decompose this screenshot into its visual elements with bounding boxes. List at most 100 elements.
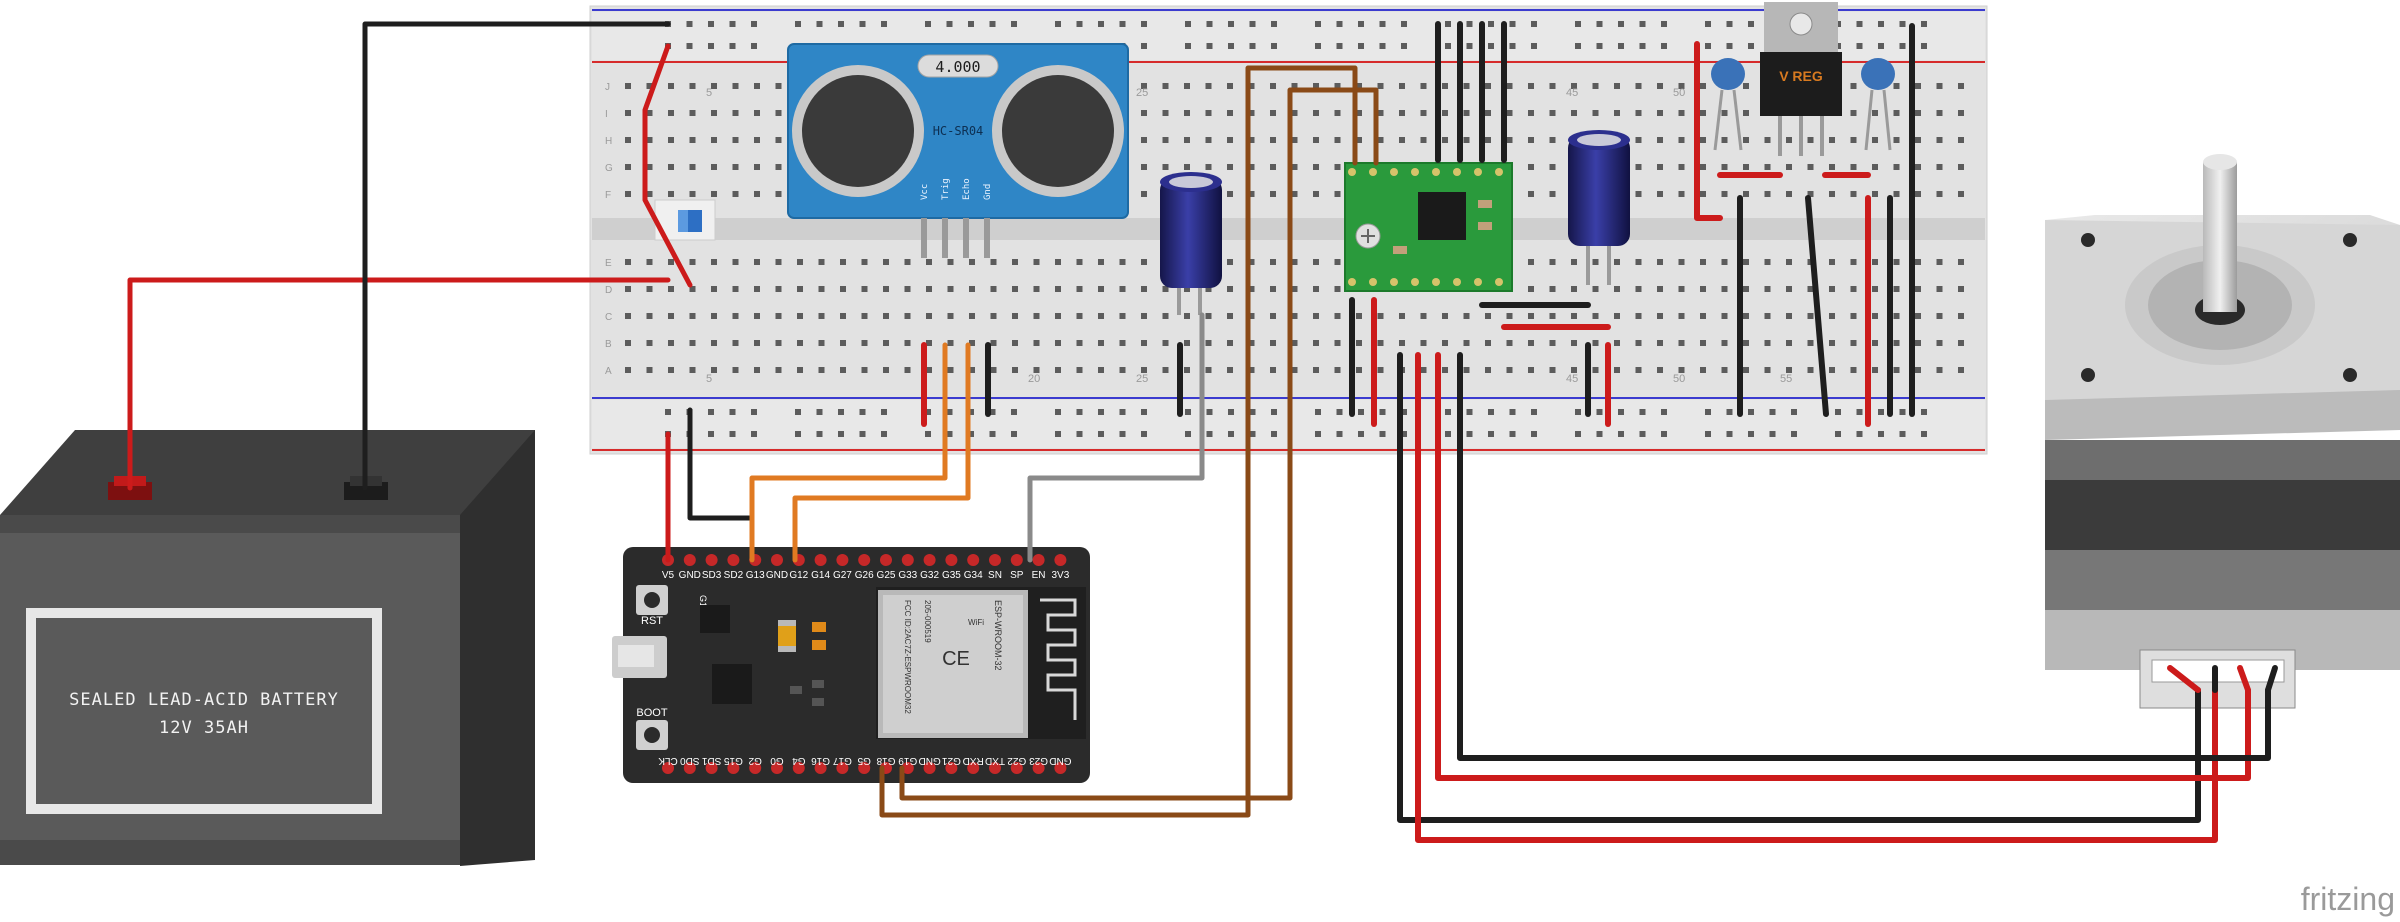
switch-wire-top[interactable] bbox=[642, 43, 693, 288]
esp-bottom-pin[interactable] bbox=[989, 762, 1001, 774]
esp-bottom-pin-label: G5 bbox=[857, 755, 871, 766]
esp-bottom-pin-label: G17 bbox=[833, 755, 852, 766]
row-label-a: A bbox=[605, 366, 612, 377]
esp-bottom-pin-label: G18 bbox=[876, 755, 895, 766]
esp-bottom-pin[interactable] bbox=[836, 762, 849, 774]
battery-negative-terminal[interactable] bbox=[344, 482, 388, 500]
motor-wire-a2[interactable] bbox=[1415, 352, 2218, 843]
esp-bottom-pin[interactable] bbox=[662, 762, 674, 774]
wifi-logo: WiFi bbox=[968, 618, 984, 627]
esp-top-pin[interactable] bbox=[1032, 554, 1045, 566]
esp-bottom-pin-label: G23 bbox=[1029, 755, 1048, 766]
motor-shaft bbox=[2203, 162, 2237, 312]
pin-gnd: Gnd bbox=[983, 184, 993, 200]
esp-top-pin[interactable] bbox=[836, 554, 849, 566]
esp-bottom-pin[interactable] bbox=[727, 762, 740, 774]
esp-bottom-pin-label: TXD bbox=[985, 755, 1005, 766]
motor-lead-1 bbox=[2167, 665, 2201, 693]
ceramic-capacitor-left bbox=[1711, 58, 1745, 151]
col-label-45: 45 bbox=[1566, 87, 1578, 99]
antenna bbox=[1040, 598, 1077, 720]
battery: SEALED LEAD-ACID BATTERY 12V 35AH bbox=[0, 430, 535, 866]
esp-top-pin-label: G14 bbox=[811, 570, 830, 581]
row-label-e: E bbox=[605, 258, 612, 269]
col-label-25b: 25 bbox=[1136, 373, 1148, 385]
motor-wire-b2[interactable] bbox=[1457, 352, 2271, 761]
sensor-name: HC-SR04 bbox=[933, 124, 984, 138]
esp-top-pin-label: SD3 bbox=[702, 570, 722, 581]
esp-bottom-pin[interactable] bbox=[683, 762, 696, 774]
esp-top-pin[interactable] bbox=[923, 554, 936, 566]
esp-top-pin[interactable] bbox=[989, 554, 1001, 566]
boot-label: BOOT bbox=[636, 707, 667, 719]
esp-bottom-pin[interactable] bbox=[705, 762, 718, 774]
voltage-regulator: V REG bbox=[1760, 2, 1842, 156]
esp-bottom-pin[interactable] bbox=[749, 762, 762, 774]
trig-wire[interactable] bbox=[749, 342, 948, 563]
pin-vcc: Vcc bbox=[920, 184, 930, 200]
esp-top-pin[interactable] bbox=[967, 554, 980, 566]
esp-top-pin-label: G27 bbox=[833, 570, 852, 581]
esp-top-pin[interactable] bbox=[1010, 554, 1023, 566]
fritzing-logo: fritzing bbox=[2301, 881, 2395, 917]
battery-negative-wire[interactable] bbox=[362, 21, 671, 491]
electrolytic-capacitor-right bbox=[1568, 130, 1630, 285]
esp-top-pin[interactable] bbox=[945, 554, 958, 566]
esp-top-pin[interactable] bbox=[880, 554, 892, 566]
esp-top-pin[interactable] bbox=[771, 554, 783, 566]
esp-bottom-pin-label: G2 bbox=[748, 755, 762, 766]
ceramic-capacitor-right bbox=[1861, 58, 1895, 151]
esp-bottom-pin[interactable] bbox=[1032, 762, 1045, 774]
esp-top-pin-label: G32 bbox=[920, 570, 939, 581]
esp-bottom-pin[interactable] bbox=[901, 762, 914, 774]
row-label-j: J bbox=[605, 82, 610, 93]
esp-top-pin[interactable] bbox=[705, 554, 718, 566]
esp-top-pin-label: G34 bbox=[964, 570, 983, 581]
col-label-25: 25 bbox=[1136, 87, 1148, 99]
esp-bottom-pin[interactable] bbox=[792, 762, 805, 774]
esp-bottom-pin-label: GND bbox=[918, 755, 940, 766]
battery-positive-wire[interactable] bbox=[127, 277, 671, 491]
esp-top-pin-label: G12 bbox=[789, 570, 808, 581]
esp-bottom-pin-label: SD1 bbox=[701, 755, 721, 766]
sensor-crystal: 4.000 bbox=[935, 58, 980, 76]
col-label-50b: 50 bbox=[1673, 373, 1685, 385]
step-wire[interactable] bbox=[879, 65, 1358, 818]
esp-top-pin[interactable] bbox=[727, 554, 740, 566]
motor-wire-b1[interactable] bbox=[1435, 352, 2251, 781]
esp-top-pin[interactable] bbox=[814, 554, 827, 566]
esp-top-pin-label: EN bbox=[1032, 570, 1046, 581]
esp-top-pin-label: G35 bbox=[942, 570, 961, 581]
esp-bottom-pin[interactable] bbox=[1010, 762, 1023, 774]
esp-top-pin[interactable] bbox=[858, 554, 871, 566]
esp-top-pin[interactable] bbox=[683, 554, 696, 566]
reg-ground-wire[interactable] bbox=[1805, 195, 1829, 417]
row-label-c: C bbox=[605, 312, 612, 323]
esp-bottom-pin[interactable] bbox=[1054, 762, 1067, 774]
esp-bottom-pin[interactable] bbox=[945, 762, 958, 774]
echo-wire[interactable] bbox=[792, 342, 971, 563]
rst-label: RST bbox=[641, 615, 663, 627]
esp-top-pin[interactable] bbox=[901, 554, 914, 566]
row-label-f: F bbox=[605, 190, 611, 201]
esp-top-pin-label: G25 bbox=[877, 570, 896, 581]
esp-bottom-pin[interactable] bbox=[814, 762, 827, 774]
esp-top-pin-label: G33 bbox=[898, 570, 917, 581]
esp-bottom-pin-label: G16 bbox=[811, 755, 830, 766]
battery-positive-terminal[interactable] bbox=[108, 482, 152, 500]
esp-bottom-pin[interactable] bbox=[771, 762, 783, 774]
reg-input-wire[interactable] bbox=[1694, 41, 1723, 221]
col-label-45b: 45 bbox=[1566, 373, 1578, 385]
driver-chip bbox=[1418, 192, 1466, 240]
row-label-i: I bbox=[605, 109, 608, 120]
esp-bottom-pin[interactable] bbox=[923, 762, 936, 774]
esp-top-pin[interactable] bbox=[1054, 554, 1067, 566]
dir-wire[interactable] bbox=[899, 87, 1379, 801]
row-label-g: G bbox=[605, 163, 613, 174]
esp-3v3-wire[interactable] bbox=[1027, 312, 1205, 563]
esp-top-pin-label: GND bbox=[766, 570, 788, 581]
esp-bottom-pin[interactable] bbox=[858, 762, 871, 774]
esp-bottom-pin[interactable] bbox=[967, 762, 980, 774]
